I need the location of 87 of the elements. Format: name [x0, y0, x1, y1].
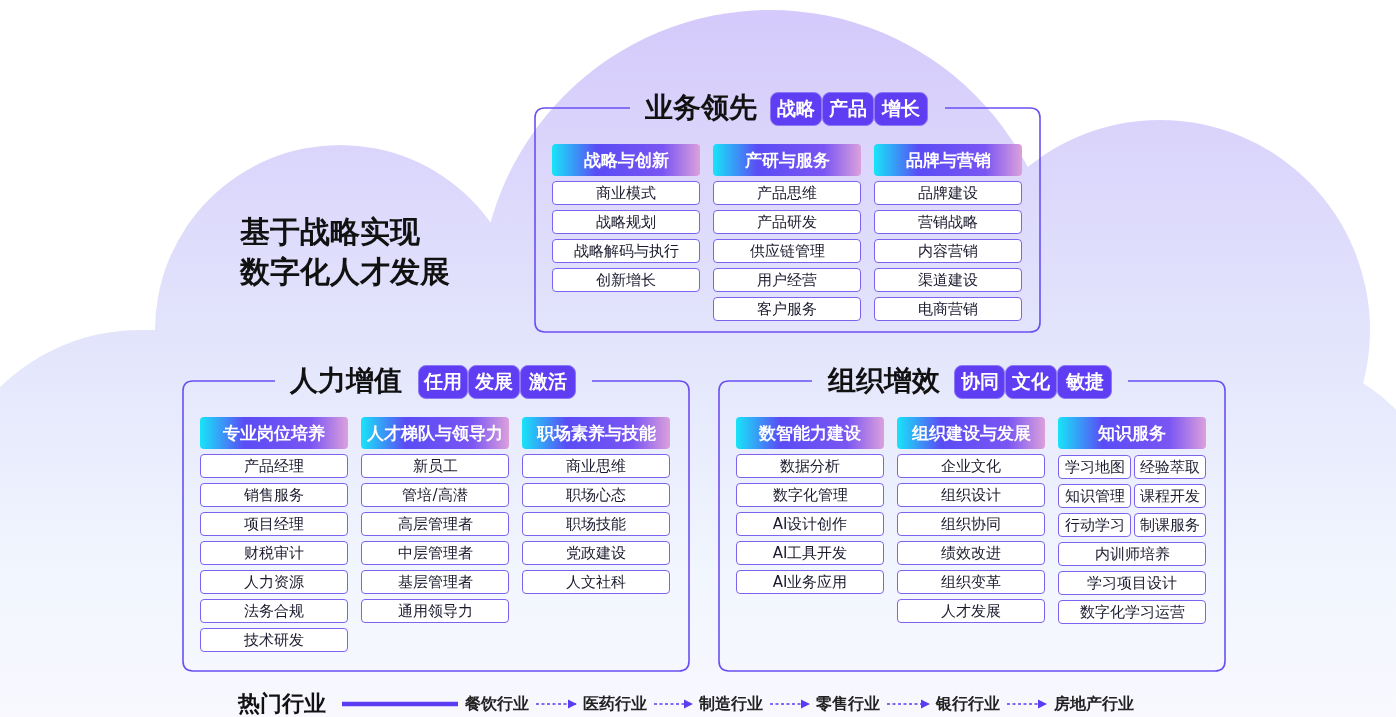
topic-item: 企业文化	[897, 454, 1045, 478]
category-header: 专业岗位培养	[200, 417, 348, 449]
topic-item: 人力资源	[200, 570, 348, 594]
topic-item: 技术研发	[200, 628, 348, 652]
topic-item: 销售服务	[200, 483, 348, 507]
industry-heading: 热门行业	[238, 689, 338, 717]
arrow	[886, 699, 930, 709]
keyword-tag: 增长	[874, 92, 928, 126]
topic-item: 制课服务	[1134, 513, 1206, 537]
topic-item: 行动学习	[1058, 513, 1131, 537]
topic-item: 商业模式	[552, 181, 700, 205]
topic-item: 组织协同	[897, 512, 1045, 536]
topic-item: 数字化学习运营	[1058, 600, 1206, 624]
keyword-tag: 文化	[1005, 365, 1057, 399]
category-header: 产研与服务	[713, 144, 861, 176]
category-header: 知识服务	[1058, 417, 1206, 449]
topic-item: 组织设计	[897, 483, 1045, 507]
topic-item: 用户经营	[713, 268, 861, 292]
topic-item: 通用领导力	[361, 599, 509, 623]
topic-item: 党政建设	[522, 541, 670, 565]
topic-item: 数据分析	[736, 454, 884, 478]
topic-item: 课程开发	[1134, 484, 1206, 508]
arrow	[535, 699, 577, 709]
topic-item: 绩效改进	[897, 541, 1045, 565]
topic-item: 营销战略	[874, 210, 1022, 234]
keyword-tag: 产品	[822, 92, 874, 126]
arrow	[769, 699, 810, 709]
topic-item: 人文社科	[522, 570, 670, 594]
connector-line	[342, 701, 458, 707]
topic-item: 高层管理者	[361, 512, 509, 536]
category-header: 数智能力建设	[736, 417, 884, 449]
category-header: 职场素养与技能	[522, 417, 670, 449]
keyword-tag: 激活	[520, 365, 576, 399]
main-title: 基于战略实现数字化人才发展	[240, 213, 451, 291]
category-header: 品牌与营销	[874, 144, 1022, 176]
topic-item: 产品经理	[200, 454, 348, 478]
topic-item: 中层管理者	[361, 541, 509, 565]
arrow	[1006, 699, 1047, 709]
industry-label: 制造行业	[696, 692, 766, 716]
topic-item: 财税审计	[200, 541, 348, 565]
industry-label: 医药行业	[580, 692, 650, 716]
topic-item: 学习项目设计	[1058, 571, 1206, 595]
topic-item: 人才发展	[897, 599, 1045, 623]
topic-item: 战略规划	[552, 210, 700, 234]
topic-item: 创新增长	[552, 268, 700, 292]
topic-item: 渠道建设	[874, 268, 1022, 292]
keyword-tag: 任用	[418, 365, 468, 399]
topic-item: 法务合规	[200, 599, 348, 623]
topic-item: 数字化管理	[736, 483, 884, 507]
category-header: 人才梯队与领导力	[361, 417, 509, 449]
industry-label: 银行行业	[933, 692, 1003, 716]
category-header: 战略与创新	[552, 144, 700, 176]
topic-item: 知识管理	[1058, 484, 1131, 508]
keyword-tag: 协同	[954, 365, 1005, 399]
industry-label: 餐饮行业	[462, 692, 532, 716]
topic-item: 组织变革	[897, 570, 1045, 594]
topic-item: 供应链管理	[713, 239, 861, 263]
topic-item: 项目经理	[200, 512, 348, 536]
industry-label: 房地产行业	[1050, 692, 1138, 716]
topic-item: 职场技能	[522, 512, 670, 536]
category-header: 组织建设与发展	[897, 417, 1045, 449]
panel-heading: 组织增效	[828, 363, 940, 399]
keyword-tag: 发展	[468, 365, 520, 399]
topic-item: 客户服务	[713, 297, 861, 321]
topic-item: 商业思维	[522, 454, 670, 478]
topic-item: 内训师培养	[1058, 542, 1206, 566]
panel-heading: 人力增值	[290, 363, 402, 399]
keyword-tag: 战略	[770, 92, 822, 126]
keyword-tag: 敏捷	[1057, 365, 1112, 399]
panel-heading: 业务领先	[645, 90, 757, 126]
topic-item: AI设计创作	[736, 512, 884, 536]
topic-item: 新员工	[361, 454, 509, 478]
topic-item: 产品研发	[713, 210, 861, 234]
topic-item: 产品思维	[713, 181, 861, 205]
topic-item: 战略解码与执行	[552, 239, 700, 263]
topic-item: 职场心态	[522, 483, 670, 507]
topic-item: 学习地图	[1058, 455, 1131, 479]
industry-label: 零售行业	[813, 692, 883, 716]
topic-item: AI工具开发	[736, 541, 884, 565]
topic-item: 内容营销	[874, 239, 1022, 263]
topic-item: 经验萃取	[1134, 455, 1206, 479]
topic-item: 电商营销	[874, 297, 1022, 321]
topic-item: 品牌建设	[874, 181, 1022, 205]
topic-item: AI业务应用	[736, 570, 884, 594]
topic-item: 管培/高潜	[361, 483, 509, 507]
topic-item: 基层管理者	[361, 570, 509, 594]
arrow	[653, 699, 693, 709]
